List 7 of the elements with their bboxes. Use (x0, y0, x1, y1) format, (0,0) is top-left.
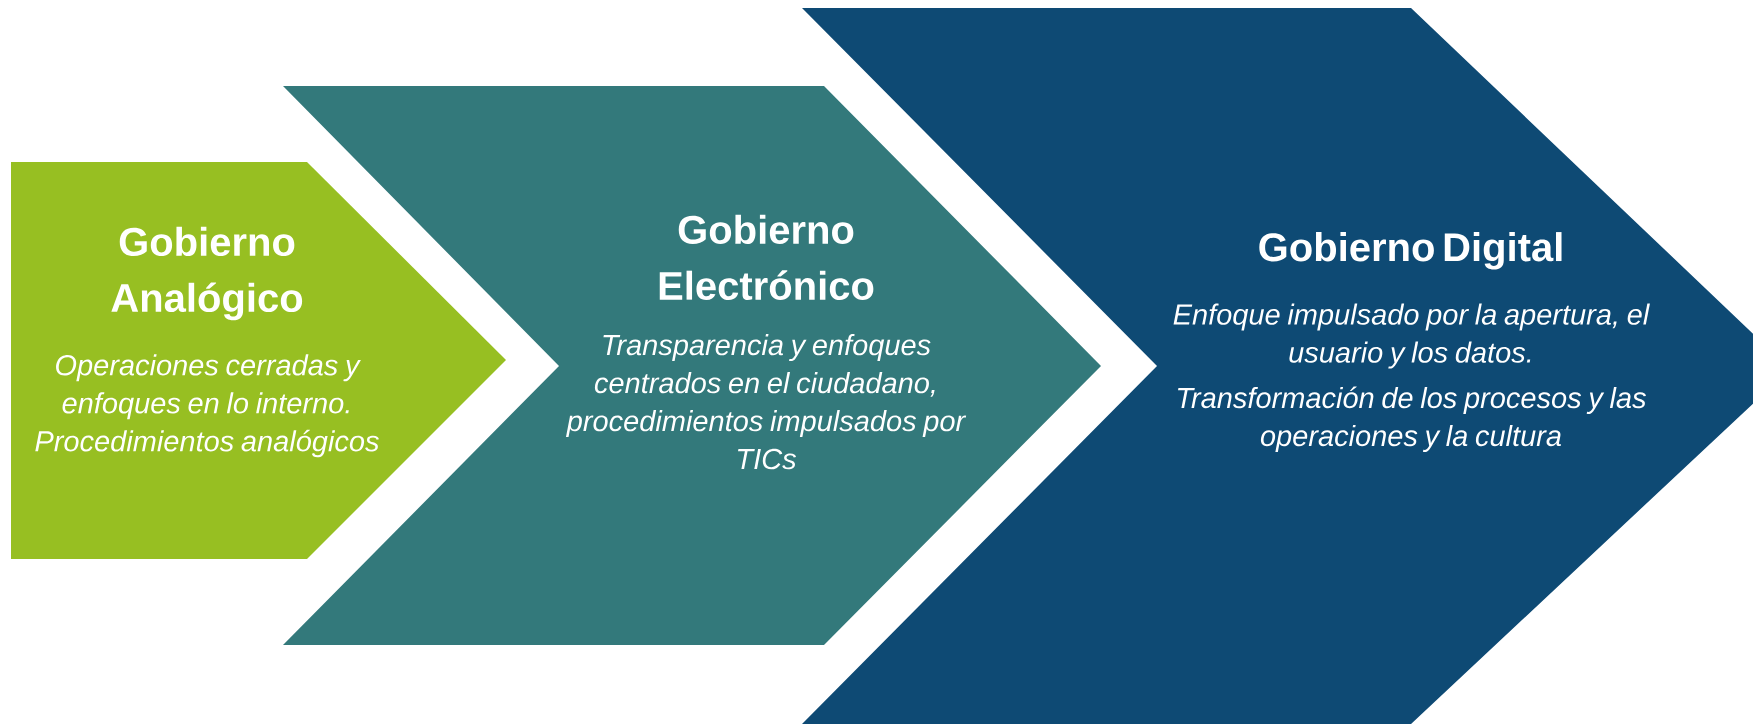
stage-title: Gobierno Analógico (111, 226, 303, 321)
stage-description: Enfoque impulsado por la apertura, el usuario y los datos. (1173, 303, 1650, 369)
stage-description: Transformación de los procesos y las operaciones y la cultura (1178, 386, 1646, 452)
stage-description: Transparencia y enfoques centrados en el ciudadano, procedimientos impulsados por TICs (566, 334, 967, 470)
stage-description: Operaciones cerradas y enfoques en lo interno. Procedimientos analógicos (35, 354, 379, 458)
stage-title: Gobierno Electrónico (659, 214, 874, 301)
stage-title: Gobierno Digital (1259, 232, 1562, 270)
